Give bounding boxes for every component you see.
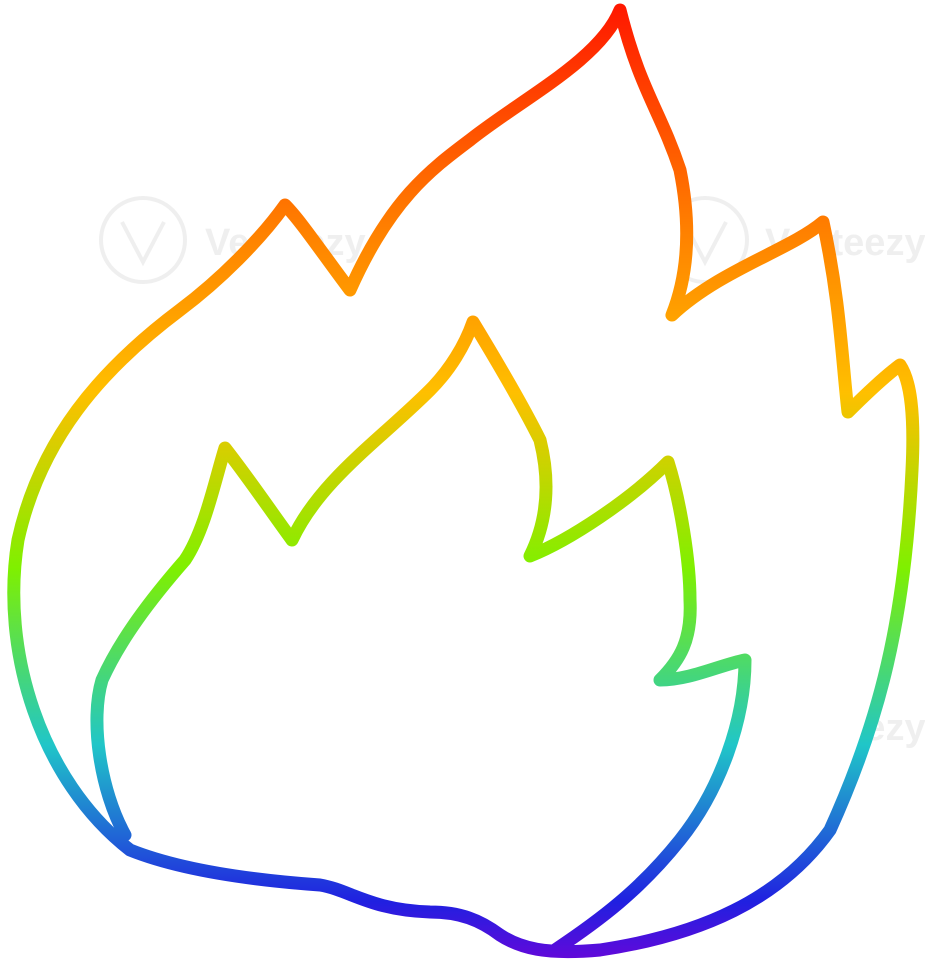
outer-flame-fill [13, 10, 913, 952]
inner-flame-outline [90, 315, 752, 957]
vecteezy-logo-icon [99, 196, 187, 284]
outer-flame-outline [7, 3, 920, 959]
